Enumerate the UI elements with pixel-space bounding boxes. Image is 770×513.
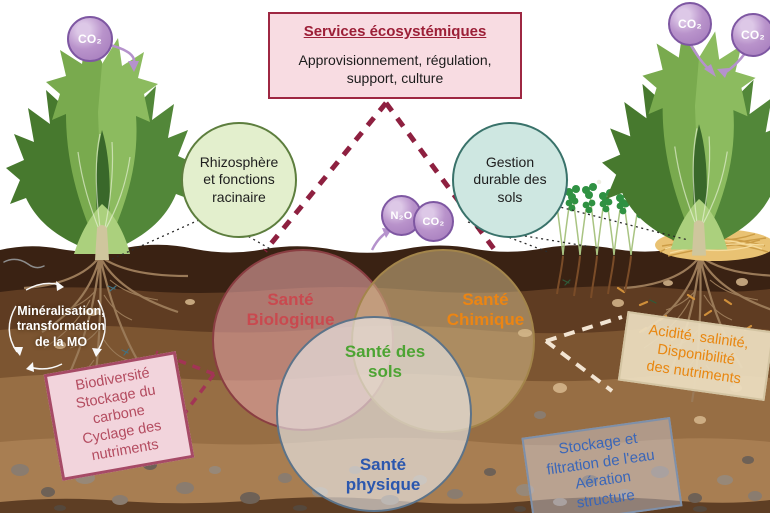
co2-bubble-center: CO₂ [413, 201, 454, 242]
venn-label-center: Santé des sols [344, 342, 426, 382]
ecosystem-services-title: Services écosystémiques [303, 23, 487, 40]
co2-bubble-right-2: CO₂ [731, 13, 770, 57]
soil-management-bubble: Gestion durable des sols [452, 122, 568, 238]
white-dashed-lines [544, 315, 623, 393]
microbes [3, 258, 657, 356]
venn-circle-physical [276, 316, 472, 512]
ecosystem-services-box: Services écosystémiques Approvisionnemen… [268, 12, 522, 100]
venn-label-biological: Santé Biologique [246, 290, 335, 330]
co2-arrowheads [128, 61, 729, 238]
mineralisation-note: Minéralisation, transformation de la MO [16, 304, 106, 349]
co2-bubble-left: CO₂ [67, 16, 113, 62]
mineralisation-cycle-arrowheads [13, 281, 102, 372]
ecosystem-services-subtitle: Approvisionnement, régulation, support, … [298, 52, 492, 87]
rhizosphere-bubble: Rhizosphère et fonctions racinaire [181, 122, 297, 238]
co2-bubble-right-1: CO₂ [668, 2, 712, 46]
venn-label-physical: Santé physique [345, 455, 421, 495]
venn-label-chemical: Santé Chimique [446, 290, 525, 330]
biological-functions-note: Biodiversité Stockage du carbone Cyclage… [43, 351, 195, 481]
